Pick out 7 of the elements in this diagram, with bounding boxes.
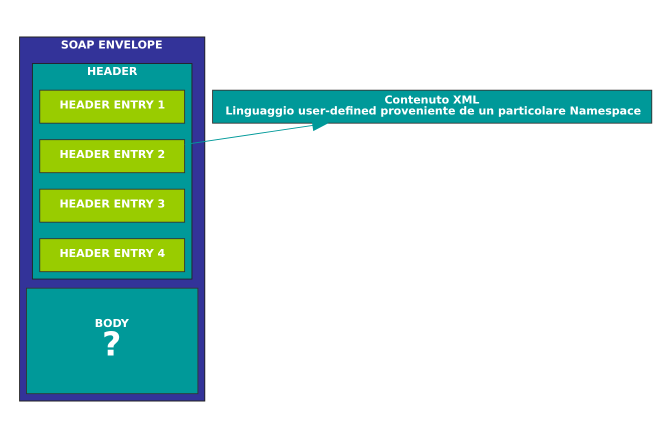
arrow (184, 120, 329, 145)
node-box: Contenuto XML Linguaggio user-defined proveniente de un particolare Namespace (212, 90, 652, 124)
node-box: HEADER ENTRY 2 (39, 139, 186, 174)
node-box: HEADER ENTRY 4 (39, 238, 186, 272)
node-box: BODY ? (26, 288, 198, 394)
node-box: HEADER ENTRY 1 (39, 90, 186, 124)
node-box: HEADER ENTRY 3 (39, 188, 186, 223)
